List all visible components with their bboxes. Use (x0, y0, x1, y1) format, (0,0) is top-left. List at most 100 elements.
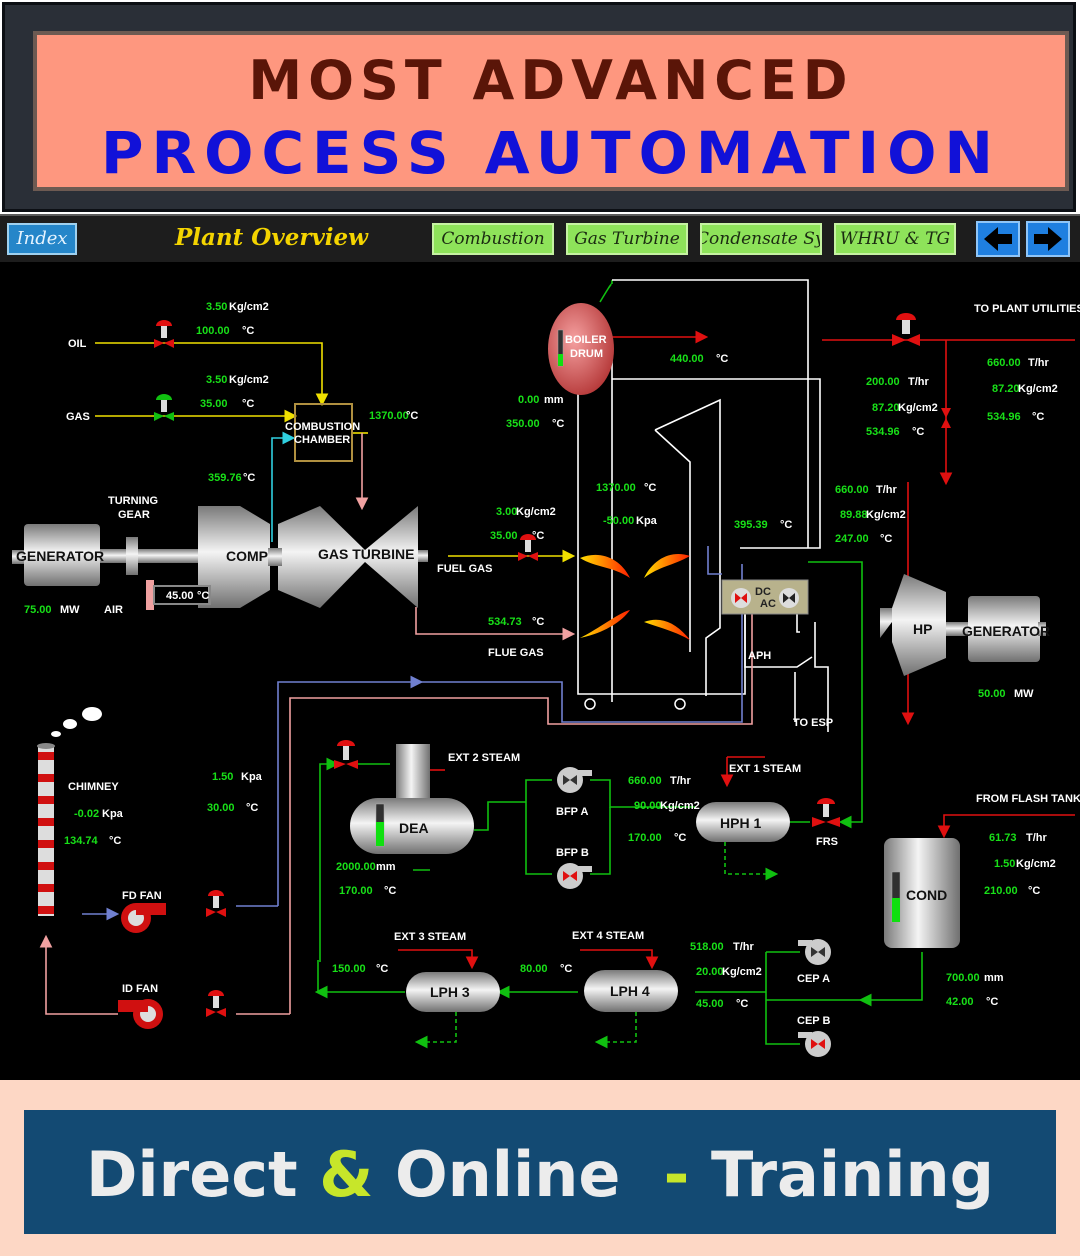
flash-pressure-value: 1.50 (994, 858, 1015, 870)
fuel-gas-temp-value: 35.00 (490, 530, 518, 542)
valve-icon[interactable] (812, 798, 840, 827)
label-ext2-steam: EXT 2 STEAM (448, 752, 520, 764)
hph1-heater[interactable] (696, 802, 790, 842)
fd-fan[interactable] (121, 903, 166, 933)
lph3-heater[interactable] (406, 972, 500, 1012)
unit-degc: °C (1028, 885, 1040, 897)
fuel-gas-pressure-value: 3.00 (496, 506, 517, 518)
bfp-b-pump[interactable] (557, 863, 592, 889)
lph4-temp-value: 80.00 (520, 963, 548, 975)
label-lph4: LPH 4 (610, 983, 650, 999)
hp-in-pressure-value: 87.20 (872, 402, 900, 414)
unit-degc: °C (674, 832, 686, 844)
hp-steam-flow-value: 660.00 (835, 484, 869, 496)
tab-gas-turbine[interactable]: Gas Turbine (566, 223, 688, 255)
label-aph: APH (748, 650, 771, 662)
boiler-drum[interactable] (548, 303, 614, 395)
valve-icon[interactable] (334, 740, 358, 769)
cep-b-pump[interactable] (798, 1031, 831, 1057)
label-ac: AC (760, 598, 776, 610)
label-cond: COND (906, 887, 947, 903)
bfp-a-pump[interactable] (557, 767, 592, 793)
furnace-temp-value: 1370.00 (596, 482, 636, 494)
unit-degc: °C (242, 398, 254, 410)
label-generator-left: GENERATOR (16, 548, 104, 564)
valve-icon[interactable] (154, 394, 174, 421)
valve-icon[interactable] (518, 534, 538, 561)
drum-temp-value: 350.00 (506, 418, 540, 430)
oil-temp-value: 100.00 (196, 325, 230, 337)
unit-kgcm2: Kg/cm2 (1018, 383, 1058, 395)
label-chamber: CHAMBER (294, 434, 350, 446)
unit-degc: °C (560, 963, 572, 975)
util-flow-value: 660.00 (987, 357, 1021, 369)
unit-mw: MW (60, 604, 80, 616)
valve-icon[interactable] (941, 408, 951, 428)
label-drum: DRUM (570, 348, 603, 360)
cep-a-pump[interactable] (798, 939, 831, 965)
deaerator[interactable] (350, 744, 474, 854)
arrow-left-icon[interactable] (976, 221, 1020, 257)
util-pressure-value: 87.20 (992, 383, 1020, 395)
label-boiler: BOILER (565, 334, 607, 346)
furnace-pressure-value: -50.00 (603, 515, 634, 527)
dea-temp-value: 170.00 (339, 885, 373, 897)
turning-gear[interactable] (126, 537, 138, 575)
tab-combustion[interactable]: Combustion (432, 223, 554, 255)
chimney (37, 707, 102, 916)
valve-icon[interactable] (154, 320, 174, 348)
label-ext1-steam: EXT 1 STEAM (729, 763, 801, 775)
label-cep-b: CEP B (797, 1015, 830, 1027)
arrow-right-icon[interactable] (1026, 221, 1070, 257)
unit-degc: °C (986, 996, 998, 1008)
label-gas: GAS (66, 411, 90, 423)
unit-kgcm2: Kg/cm2 (660, 800, 700, 812)
valve-icon[interactable] (206, 890, 226, 917)
unit-degc: °C (376, 963, 388, 975)
valve-icon[interactable] (206, 990, 226, 1017)
unit-kpa: Kpa (636, 515, 658, 527)
unit-degc: °C (246, 802, 258, 814)
label-combustion: COMBUSTION (285, 421, 360, 433)
gas-turbine[interactable] (278, 506, 418, 608)
label-flue-gas: FLUE GAS (488, 647, 544, 659)
lph3-temp-value: 150.00 (332, 963, 366, 975)
label-cep-a: CEP A (797, 973, 830, 985)
banner-frame: MOST ADVANCED PROCESS AUTOMATION (2, 2, 1076, 212)
tab-condensate-system[interactable]: Condensate System (700, 223, 822, 255)
compressor[interactable] (198, 506, 270, 608)
label-bfp-a: BFP A (556, 806, 588, 818)
id-fan[interactable] (118, 999, 163, 1029)
label-comp: COMP (226, 548, 268, 564)
unit-mw: MW (1014, 688, 1034, 700)
bfp-flow-value: 660.00 (628, 775, 662, 787)
unit-thr: T/hr (733, 941, 754, 953)
label-gas-turbine: GAS TURBINE (318, 546, 414, 562)
lph4-heater[interactable] (584, 970, 678, 1012)
index-button[interactable]: Index (7, 223, 77, 255)
condenser[interactable] (884, 838, 960, 948)
valve-icon[interactable] (892, 313, 920, 346)
tab-whru-tg[interactable]: WHRU & TG (834, 223, 956, 255)
unit-thr: T/hr (1026, 832, 1047, 844)
unit-degc: °C (644, 482, 656, 494)
unit-degc: °C (109, 835, 121, 847)
label-bfp-b: BFP B (556, 847, 589, 859)
unit-degc: °C (406, 410, 418, 422)
label-oil: OIL (68, 338, 87, 350)
chimney-pressure-value: -0.02 (74, 808, 99, 820)
unit-mm: mm (984, 972, 1004, 984)
unit-degc: °C (242, 325, 254, 337)
unit-thr: T/hr (1028, 357, 1049, 369)
label-dc: DC (755, 586, 771, 598)
generator-left[interactable] (12, 524, 198, 586)
unit-thr: T/hr (876, 484, 897, 496)
label-hph1: HPH 1 (720, 815, 761, 831)
hp-turbine[interactable] (880, 574, 968, 676)
generator-right[interactable] (968, 596, 1046, 662)
combustion-chamber[interactable] (294, 403, 353, 462)
chimney-temp-value: 134.74 (64, 835, 99, 847)
unit-degc: °C (552, 418, 564, 430)
burner-flame-icon (580, 554, 690, 640)
process-diagram: OIL GAS COMBUSTION CHAMBER TURNING GEAR … (12, 279, 1080, 1057)
